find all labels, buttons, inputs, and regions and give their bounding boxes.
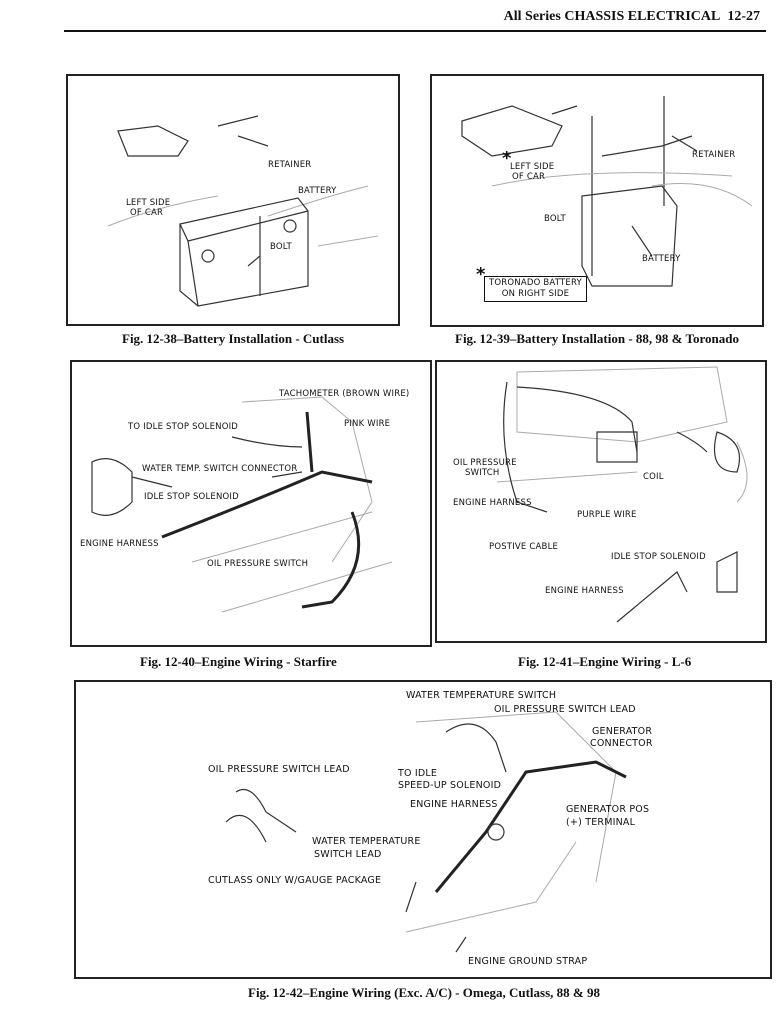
label-terminal: (+) TERMINAL: [566, 817, 636, 828]
label-oil-pressure-switch-lead: OIL PRESSURE SWITCH LEAD: [494, 704, 636, 715]
label-engine-ground-strap: ENGINE GROUND STRAP: [468, 956, 588, 967]
label-engine-harness: ENGINE HARNESS: [80, 539, 159, 549]
label-generator-pos: GENERATOR POS: [566, 804, 650, 815]
figure-12-38: RETAINER BATTERY LEFT SIDE OF CAR BOLT: [66, 74, 400, 326]
label-connector: CONNECTOR: [590, 738, 653, 749]
engine-wiring-illustration: [496, 366, 748, 623]
label-oil-pressure-switch-lead-2: OIL PRESSURE SWITCH LEAD: [208, 764, 350, 775]
label-water-temp-switch-connector: WATER TEMP. SWITCH CONNECTOR: [142, 464, 298, 474]
label-oil-pressure-switch: OIL PRESSURE SWITCH: [207, 559, 309, 569]
label-retainer: RETAINER: [268, 160, 312, 170]
label-cutlass-only: CUTLASS ONLY W/GAUGE PACKAGE: [208, 875, 382, 886]
page-header: All Series CHASSIS ELECTRICAL 12-27: [504, 9, 760, 25]
note-line-2: ON RIGHT SIDE: [501, 289, 570, 299]
note-line-1: TORONADO BATTERY: [489, 278, 582, 288]
figure-12-41: OIL PRESSURE SWITCH COIL ENGINE HARNESS …: [435, 360, 767, 643]
figure-12-42: WATER TEMPERATURE SWITCH OIL PRESSURE SW…: [74, 680, 772, 979]
label-left-side: LEFT SIDE: [510, 162, 555, 172]
label-engine-harness: ENGINE HARNESS: [410, 799, 498, 810]
label-idle-stop-solenoid: IDLE STOP SOLENOID: [611, 552, 706, 562]
label-bolt: BOLT: [544, 214, 566, 224]
label-to-idle: TO IDLE: [398, 768, 438, 779]
label-coil: COIL: [643, 472, 664, 482]
label-retainer: RETAINER: [692, 150, 736, 160]
page-number: 12-27: [727, 9, 760, 24]
label-of-car: OF CAR: [130, 208, 164, 218]
label-generator: GENERATOR: [592, 726, 653, 737]
battery-illustration: [107, 115, 379, 307]
asterisk-mark: *: [502, 148, 512, 169]
engine-wiring-illustration: [91, 396, 393, 613]
engine-wiring-illustration: [225, 711, 627, 953]
section-title: All Series CHASSIS ELECTRICAL: [503, 9, 721, 24]
label-oil-pressure: OIL PRESSURE: [453, 458, 517, 468]
label-of-car: OF CAR: [512, 172, 546, 182]
label-tachometer: TACHOMETER (BROWN WIRE): [279, 389, 410, 399]
label-water-temperature: WATER TEMPERATURE: [312, 836, 421, 847]
asterisk-mark: *: [476, 264, 486, 285]
label-battery: BATTERY: [642, 254, 681, 264]
label-engine-harness-2: ENGINE HARNESS: [545, 586, 624, 596]
caption-12-38: Fig. 12-38–Battery Installation - Cutlas…: [122, 331, 345, 346]
battery-illustration: [461, 96, 753, 287]
label-battery: BATTERY: [298, 186, 337, 196]
label-left-side: LEFT SIDE: [126, 198, 171, 208]
header-rule: [64, 30, 766, 32]
caption-12-40: Fig. 12-40–Engine Wiring - Starfire: [140, 654, 337, 669]
label-idle-stop-solenoid: IDLE STOP SOLENOID: [144, 492, 239, 502]
label-bolt: BOLT: [270, 242, 292, 252]
figure-12-39: * RETAINER LEFT SIDE OF CAR BOLT BATTERY…: [430, 74, 764, 327]
caption-12-41: Fig. 12-41–Engine Wiring - L-6: [518, 654, 692, 669]
label-postive-cable: POSTIVE CABLE: [489, 542, 559, 552]
label-engine-harness: ENGINE HARNESS: [453, 498, 532, 508]
toronado-note: TORONADO BATTERY ON RIGHT SIDE: [484, 276, 587, 302]
label-purple-wire: PURPLE WIRE: [577, 510, 637, 520]
label-switch-lead: SWITCH LEAD: [314, 849, 382, 860]
label-pink-wire: PINK WIRE: [344, 419, 391, 429]
label-speed-up-solenoid: SPEED-UP SOLENOID: [398, 780, 502, 791]
figure-12-40: TACHOMETER (BROWN WIRE) PINK WIRE TO IDL…: [70, 360, 432, 647]
label-to-idle-stop-solenoid: TO IDLE STOP SOLENOID: [128, 422, 239, 432]
label-water-temperature-switch: WATER TEMPERATURE SWITCH: [406, 690, 557, 701]
caption-12-42: Fig. 12-42–Engine Wiring (Exc. A/C) - Om…: [248, 985, 600, 1000]
label-switch: SWITCH: [465, 468, 500, 478]
caption-12-39: Fig. 12-39–Battery Installation - 88, 98…: [455, 331, 739, 346]
